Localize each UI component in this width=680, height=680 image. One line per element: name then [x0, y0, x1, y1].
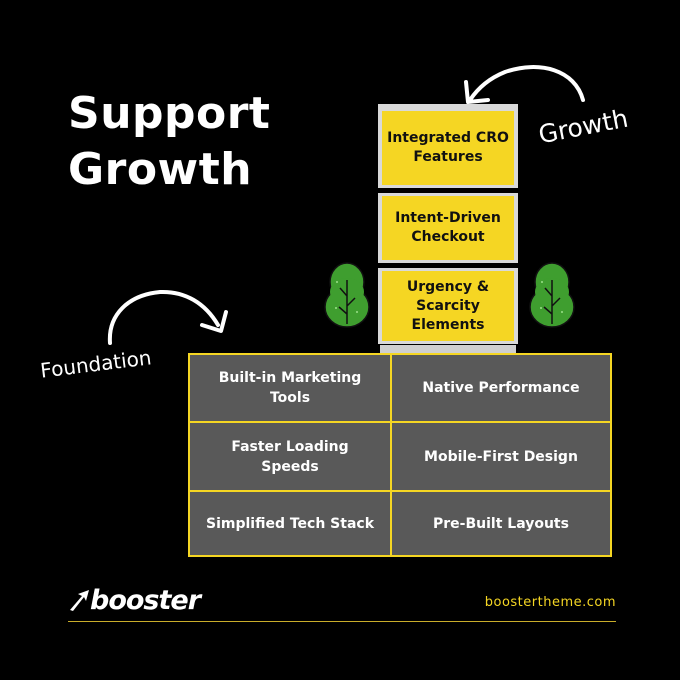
foundation-cell-label: Native Performance: [422, 380, 580, 396]
growth-stack: Integrated CRO Features Intent-Driven Ch…: [378, 104, 518, 349]
stack-block: Intent-Driven Checkout: [378, 193, 518, 263]
foundation-cell: Faster Loading Speeds: [190, 423, 390, 490]
foundation-cell: Simplified Tech Stack: [190, 492, 390, 555]
booster-logo[interactable]: booster: [68, 584, 201, 616]
foundation-grid: Built-in Marketing Tools Native Performa…: [188, 353, 612, 557]
foundation-cell: Pre-Built Layouts: [392, 492, 610, 555]
stack-block-label: Intent-Driven Checkout: [395, 210, 501, 245]
foundation-cell-label: Simplified Tech Stack: [205, 515, 374, 532]
tree-icon: [529, 262, 575, 328]
stack-block: Integrated CRO Features: [378, 104, 518, 188]
foundation-cell: Native Performance: [392, 355, 610, 421]
foundation-cell-label: Faster Loading Speeds: [231, 438, 349, 475]
foundation-cell-label: Built-in Marketing Tools: [218, 370, 362, 406]
page-title: Support Growth: [68, 86, 328, 198]
website-link[interactable]: boostertheme.com: [484, 595, 616, 610]
stack-block-label: Integrated CRO Features: [387, 130, 509, 165]
title-line-2: Growth: [68, 144, 253, 195]
logo-text: booster: [90, 584, 201, 616]
foundation-cell-label: Pre-Built Layouts: [433, 515, 569, 532]
block-cap: [378, 104, 518, 110]
booster-arrow-logo-icon: [70, 590, 89, 611]
footer-divider: [68, 621, 616, 622]
title-line-1: Support: [68, 88, 271, 139]
stack-base: [380, 345, 516, 353]
stack-block: Urgency & Scarcity Elements: [378, 268, 518, 344]
stack-block-label: Urgency & Scarcity Elements: [406, 278, 490, 333]
tree-icon: [324, 262, 370, 328]
foundation-cell: Built-in Marketing Tools: [190, 355, 390, 421]
foundation-cell-label: Mobile-First Design: [424, 448, 578, 465]
foundation-cell: Mobile-First Design: [392, 423, 610, 490]
